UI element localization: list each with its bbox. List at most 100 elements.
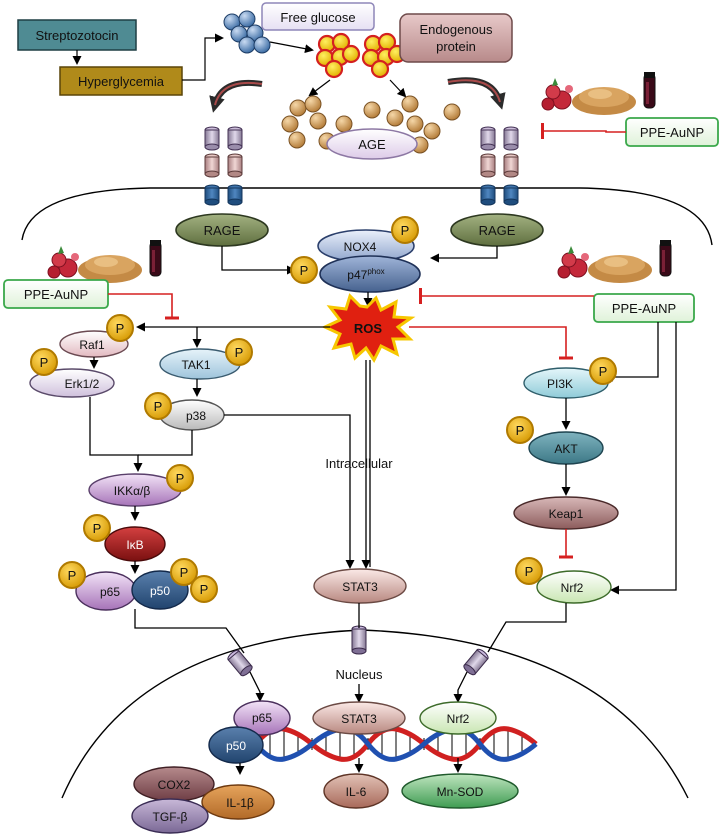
stat3-cyto-node: STAT3 — [313, 568, 407, 604]
phospho-p50-b: P — [190, 575, 218, 603]
svg-text:P: P — [40, 355, 49, 370]
ikk-node: IKKα/β — [88, 473, 182, 507]
phospho-erk: P — [30, 348, 58, 376]
glucose-molecules-icon — [223, 10, 271, 54]
p47-superscript: phox — [367, 267, 384, 276]
stat3-nuclear-node: STAT3 — [312, 701, 406, 735]
p65-cyto-label: p65 — [100, 585, 120, 599]
ikk-label: IKKα/β — [114, 484, 151, 498]
glucose-cluster-icon-right — [361, 32, 407, 79]
rage-right: RAGE — [450, 213, 544, 247]
tgfb-label: TGF-β — [153, 810, 188, 824]
stat3-nuclear-label: STAT3 — [341, 712, 377, 726]
tak1-node: TAK1 — [159, 348, 241, 380]
svg-text:P: P — [300, 263, 309, 278]
svg-text:P: P — [235, 345, 244, 360]
ppe-product-image-top — [541, 71, 656, 116]
glucose-cluster-icon-left — [315, 32, 361, 79]
phospho-tak1: P — [225, 338, 253, 366]
phospho-p38: P — [144, 392, 172, 420]
ros-burst: ROS — [321, 293, 416, 363]
ikb-label: IκB — [126, 538, 143, 552]
rage-right-label: RAGE — [479, 223, 516, 238]
ppe-aunp-box-left: PPE-AuNP — [3, 279, 109, 309]
streptozotocin-box: Streptozotocin — [17, 19, 137, 51]
dna-helix-icon — [254, 726, 538, 762]
hyperglycemia-box: Hyperglycemia — [59, 66, 183, 96]
erk-node: Erk1/2 — [29, 368, 115, 398]
svg-text:P: P — [525, 564, 534, 579]
mnsod-label: Mn-SOD — [437, 785, 484, 799]
akt-label: AKT — [554, 442, 578, 456]
ros-label: ROS — [354, 321, 383, 336]
ppe-product-image-right — [557, 239, 672, 284]
phospho-akt: P — [506, 416, 534, 444]
svg-text:P: P — [93, 521, 102, 536]
cox2-label: COX2 — [158, 778, 191, 792]
ikb-node: IκB — [104, 526, 166, 562]
p65-nuclear-node: p65 — [233, 700, 291, 736]
svg-text:P: P — [176, 471, 185, 486]
nucleus-label: Nucleus — [336, 667, 383, 682]
phospho-ikk: P — [166, 464, 194, 492]
p47-label: p47phox — [347, 267, 384, 282]
rage-left-label: RAGE — [204, 223, 241, 238]
nox4-label: NOX4 — [344, 240, 377, 254]
keap1-node: Keap1 — [513, 496, 619, 530]
tak1-label: TAK1 — [181, 358, 210, 372]
phospho-p47: P — [290, 256, 318, 284]
age-molecules-icon — [281, 95, 461, 154]
cell-membrane — [21, 187, 713, 246]
nrf2-cyto-node: Nrf2 — [536, 570, 612, 604]
il6-label: IL-6 — [346, 785, 367, 799]
phospho-raf1: P — [106, 314, 134, 342]
endogenous-protein-label-line2: protein — [436, 39, 476, 54]
nox4-complex: NOX4 p47phox — [317, 229, 421, 293]
nuclear-pore-center — [351, 625, 367, 655]
keap1-label: Keap1 — [549, 507, 584, 521]
endogenous-protein-box: Endogenous protein — [399, 13, 513, 63]
ppe-aunp-label-left: PPE-AuNP — [24, 287, 88, 302]
phospho-p65-cyto: P — [58, 561, 86, 589]
free-glucose-label: Free glucose — [280, 10, 355, 25]
p50-nuclear-node: p50 — [208, 726, 264, 764]
ppe-aunp-label-top: PPE-AuNP — [640, 125, 704, 140]
rage-receptor-right — [480, 126, 519, 206]
svg-text:P: P — [154, 399, 163, 414]
nrf2-nuclear-label: Nrf2 — [447, 712, 470, 726]
akt-node: AKT — [528, 431, 604, 465]
age-label: AGE — [358, 137, 386, 152]
nrf2-nuclear-node: Nrf2 — [419, 701, 497, 735]
free-glucose-box: Free glucose — [261, 2, 375, 31]
svg-text:P: P — [200, 582, 209, 597]
tgfb-node: TGF-β — [131, 798, 209, 834]
raf1-label: Raf1 — [79, 338, 105, 352]
nuclear-pore-right — [463, 648, 489, 676]
ppe-aunp-label-right: PPE-AuNP — [612, 301, 676, 316]
p50-cyto-label: p50 — [150, 584, 170, 598]
p38-label: p38 — [186, 409, 206, 423]
p50-nuclear-label: p50 — [226, 739, 246, 753]
svg-text:P: P — [401, 223, 410, 238]
phospho-p50-a: P — [170, 558, 198, 586]
svg-text:P: P — [599, 364, 608, 379]
stat3-cyto-label: STAT3 — [342, 580, 378, 594]
mnsod-node: Mn-SOD — [401, 773, 519, 809]
binding-arrow-left — [209, 80, 263, 113]
svg-text:P: P — [116, 321, 125, 336]
erk-label: Erk1/2 — [65, 377, 100, 391]
pi3k-label: PI3K — [547, 377, 573, 391]
il1b-node: IL-1β — [201, 784, 275, 820]
p65-nuclear-label: p65 — [252, 711, 272, 725]
hyperglycemia-label: Hyperglycemia — [78, 74, 165, 89]
nuclear-pore-left — [227, 649, 253, 677]
svg-text:P: P — [516, 423, 525, 438]
age-ellipse: AGE — [326, 128, 418, 160]
ppe-aunp-box-right: PPE-AuNP — [593, 293, 695, 323]
svg-text:P: P — [180, 565, 189, 580]
rage-receptor-left — [204, 126, 243, 206]
il6-node: IL-6 — [323, 773, 389, 809]
phospho-ikb: P — [83, 514, 111, 542]
rage-left: RAGE — [175, 213, 269, 247]
